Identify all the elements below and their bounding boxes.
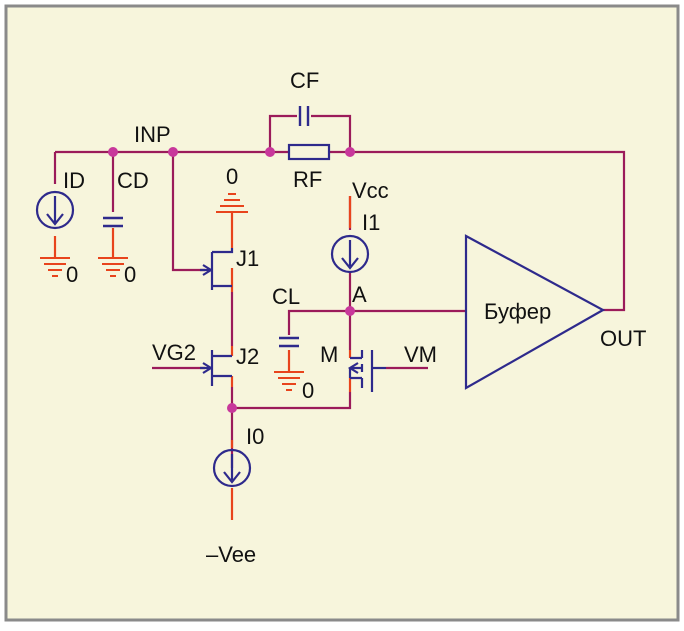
wire-rf-to-out	[329, 150, 626, 312]
resistor-rf	[287, 143, 331, 161]
label-rf: RF	[293, 167, 322, 192]
wire-cl	[287, 309, 350, 335]
label-gnd-top: 0	[226, 164, 238, 189]
wires	[53, 114, 626, 468]
label-i0: I0	[246, 424, 264, 449]
label-j1: J1	[236, 246, 259, 271]
junction-nodes	[108, 147, 355, 413]
node-inp	[168, 147, 178, 157]
current-source-i0	[212, 448, 252, 488]
node-a	[345, 306, 355, 316]
jfet-j1	[200, 248, 234, 290]
mosfet-m	[347, 350, 386, 392]
label-node-a: A	[352, 282, 367, 307]
label-cl: CL	[272, 284, 300, 309]
label-vm: VM	[404, 342, 437, 367]
capacitor-cd	[103, 216, 123, 228]
node-j2-source	[227, 403, 237, 413]
label-vg2: VG2	[152, 340, 196, 365]
label-out: OUT	[600, 326, 646, 351]
current-source-i1	[330, 234, 370, 274]
label-vee: –Vee	[206, 542, 256, 567]
jfet-j2	[200, 350, 232, 386]
node-cf-right	[345, 147, 355, 157]
label-cd: CD	[117, 168, 149, 193]
capacitor-cl	[279, 336, 299, 348]
label-cf: CF	[290, 68, 319, 93]
node-cf-left	[265, 147, 275, 157]
label-i1: I1	[362, 210, 380, 235]
buffer-triangle	[464, 234, 606, 390]
label-gnd-cd: 0	[124, 262, 136, 287]
label-buffer: Буфер	[484, 299, 551, 324]
diagram-background	[4, 4, 680, 622]
label-gnd-cl: 0	[302, 378, 314, 403]
wire-inp-to-j1	[171, 152, 205, 272]
ground-cd	[98, 257, 128, 277]
ground-id	[40, 257, 70, 277]
wire-node-to-m	[232, 392, 352, 410]
node-cd	[108, 147, 118, 157]
label-inp: INP	[134, 122, 171, 147]
label-gnd-id: 0	[66, 262, 78, 287]
label-vcc: Vcc	[352, 178, 389, 203]
label-j2: J2	[236, 344, 259, 369]
component-leads	[53, 196, 352, 520]
current-source-id	[35, 190, 75, 230]
ground-cl	[274, 371, 304, 391]
wire-cf-loop	[268, 114, 352, 152]
ground-top	[216, 193, 248, 213]
label-id: ID	[63, 168, 85, 193]
capacitor-cf	[298, 106, 310, 126]
label-m: M	[320, 342, 338, 367]
